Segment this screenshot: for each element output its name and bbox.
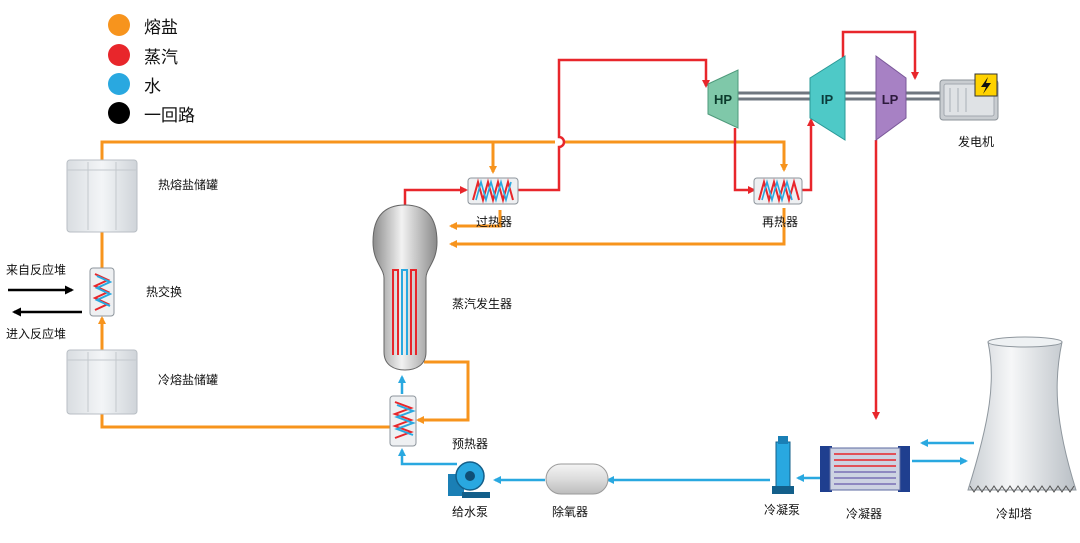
ip-turbine: IP [809,55,846,141]
legend-item-molten-salt: 熔盐 [108,13,178,38]
reheater-label: 再热器 [762,215,798,229]
feed-pump-label: 给水泵 [452,505,488,519]
deaerator-label: 除氧器 [552,504,588,519]
heat-exchanger-label: 热交换 [146,284,182,299]
legend-label: 一回路 [144,105,195,126]
heat-exchanger-primary [89,267,115,317]
generator [939,73,999,121]
lp-label: LP [882,92,899,107]
cold-tank-label: 冷熔盐储罐 [158,372,218,387]
lightning-icon [981,77,991,94]
steam-lines [403,30,919,420]
deaerator [545,463,609,495]
legend-item-primary-loop: 一回路 [108,101,195,126]
turbine-shaft [738,91,940,101]
cold-salt-tank [66,349,138,415]
superheater-label: 过热器 [476,215,512,229]
legend-label: 蒸汽 [144,47,178,68]
hp-turbine: HP [707,69,739,129]
steam-swatch [108,44,130,66]
condensate-pump [772,436,794,494]
legend-item-steam: 蒸汽 [108,43,178,68]
water-lines [398,375,974,484]
legend-item-water: 水 [108,72,161,97]
condensate-pump-label: 冷凝泵 [764,502,800,517]
superheater [467,177,519,205]
steam-generator [372,204,438,371]
reheater [753,177,803,205]
legend-label: 水 [144,76,161,97]
primary-loop-arrows [8,285,82,317]
condenser [820,446,910,492]
from-reactor-label: 来自反应堆 [6,262,66,277]
feed-water-pump [448,461,490,498]
molten-salt-swatch [108,14,130,36]
hp-label: HP [714,92,732,107]
molten-salt-lines [98,140,788,429]
preheater [389,395,417,447]
legend-label: 熔盐 [144,17,178,38]
steam-generator-label: 蒸汽发生器 [452,296,512,311]
labels: 热熔盐储罐 冷熔盐储罐 热交换 过热器 再热器 蒸汽发生器 预热器 给水泵 除氧… [6,134,1032,521]
primary-loop-swatch [108,102,130,124]
hot-salt-tank [66,159,138,233]
hot-tank-label: 热熔盐储罐 [158,177,218,192]
condenser-label: 冷凝器 [846,506,882,521]
lp-turbine: LP [875,55,907,141]
to-reactor-label: 进入反应堆 [6,326,66,341]
ip-label: IP [821,92,834,107]
preheater-label: 预热器 [452,437,488,451]
cooling-tower [967,336,1077,493]
cooling-tower-label: 冷却塔 [996,507,1032,521]
water-swatch [108,73,130,95]
generator-label: 发电机 [958,134,994,149]
